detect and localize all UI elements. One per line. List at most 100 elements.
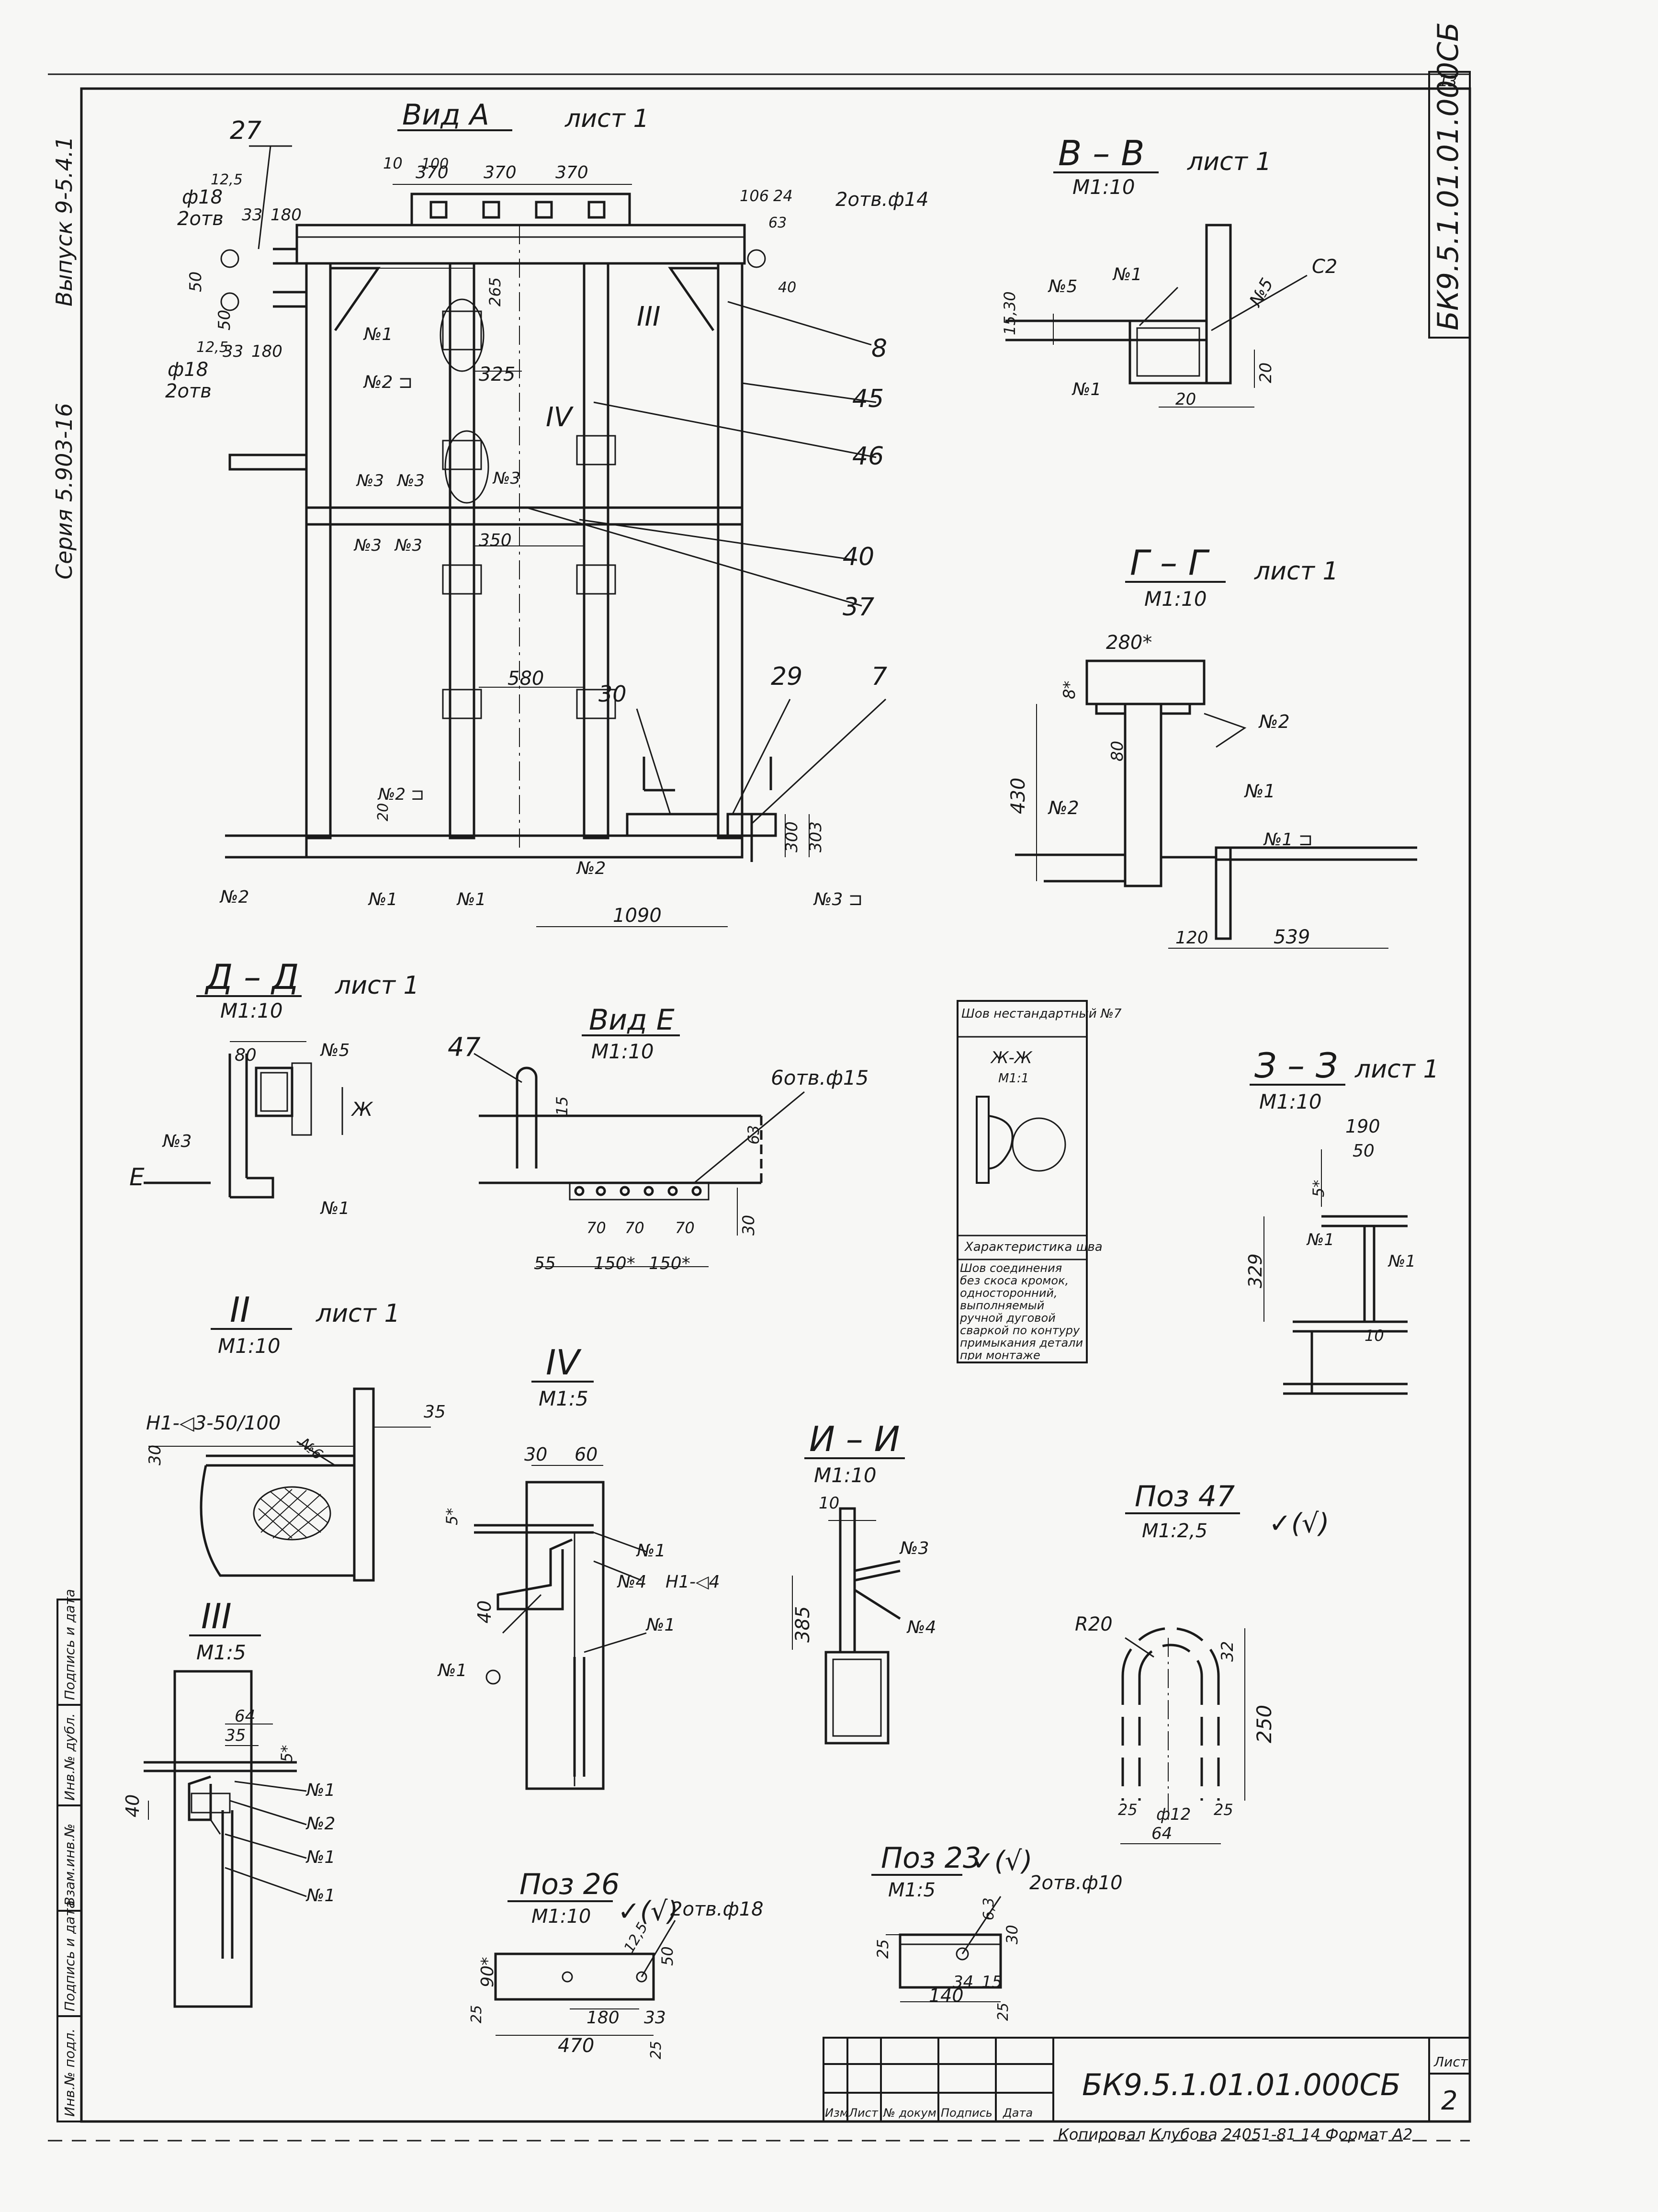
weld-a-n3-a: №3 — [356, 471, 384, 490]
dim-370-1: 370 — [416, 163, 449, 182]
dim-ii-30: 30 — [146, 1445, 165, 1465]
weld-a-n3-c: №3 — [492, 469, 520, 488]
pos-29: 29 — [771, 662, 802, 691]
weld-zz-n1-left: №1 — [1306, 1230, 1334, 1249]
dim-580: 580 — [508, 668, 544, 690]
section-g-g-sheet: лист 1 — [1254, 557, 1339, 586]
weld-ii-n3: №3 — [899, 1539, 929, 1558]
poz23-holes: 2отв.ф10 — [1029, 1872, 1123, 1894]
poz23-34: 34 — [953, 1973, 973, 1992]
tb-col-doc: № докум — [882, 2106, 936, 2120]
weld-dd-n1: №1 — [320, 1199, 350, 1218]
poz23-25-left: 25 — [874, 1939, 892, 1959]
view-e-title: Вид Е — [589, 1003, 675, 1037]
dim-63: 63 — [768, 215, 787, 231]
weld-table-char-text: Шов соединения без скоса кромок, односто… — [960, 1262, 1083, 1360]
poz23-140: 140 — [929, 1985, 964, 2006]
detail-ii-title: II — [230, 1290, 250, 1330]
weld-vv-n5-left: №5 — [1048, 277, 1077, 296]
weld-vv-n5-right: №5 — [1245, 275, 1277, 311]
detail-iv-scale: М1:5 — [539, 1387, 588, 1410]
dim-24: 24 — [773, 187, 793, 205]
pos-7: 7 — [871, 662, 887, 691]
poz47-scale: М1:2,5 — [1142, 1520, 1207, 1542]
tb-col-izm: Изм — [825, 2106, 848, 2120]
detail-iv-title: IV — [546, 1342, 582, 1383]
dim-gg-280: 280* — [1106, 632, 1152, 654]
poz23-30: 30 — [1003, 1925, 1021, 1944]
section-z-z-drawing — [1263, 1149, 1408, 1395]
weld-gg-n2-left: №2 — [1048, 797, 1079, 818]
poz26-drawing — [494, 1920, 676, 2036]
pos-8: 8 — [871, 334, 887, 363]
dim-180-bottom: 180 — [251, 342, 282, 361]
dim-12-5-bottom: 12,5 — [196, 339, 228, 356]
dim-e-55: 55 — [534, 1254, 556, 1273]
weld-a-n1-b: №1 — [456, 890, 486, 909]
weld-iii-n1-b: №1 — [305, 1848, 335, 1867]
weld-iv-h1-4: Н1-◁4 — [665, 1572, 720, 1592]
dim-gg-430: 430 — [1007, 778, 1029, 814]
weld-gg-n2-top: №2 — [1258, 711, 1290, 732]
phi18-bottom: ф18 — [168, 359, 208, 381]
poz23-scale: М1:5 — [888, 1879, 936, 1901]
weld-table-scale: М1:1 — [998, 1071, 1029, 1086]
weld-gg-n1c: №1 ⊐ — [1263, 830, 1313, 850]
sheet-label: Лист — [1433, 2054, 1468, 2070]
section-v-v-scale: М1:10 — [1072, 175, 1135, 199]
dim-180-top: 180 — [271, 205, 302, 225]
poz47-drawing — [1120, 1627, 1245, 1844]
dim-iv-60: 60 — [575, 1444, 598, 1465]
section-g-g-title: Г – Г — [1130, 543, 1210, 583]
pos-47: 47 — [448, 1032, 481, 1062]
weld-dd-n3: №3 — [162, 1132, 192, 1151]
stamp-cell-3: Взам.инв.№ — [62, 1824, 78, 1906]
dim-iii-40: 40 — [122, 1794, 143, 1817]
poz26-90: 90* — [478, 1957, 497, 1987]
weld-vv-c2: С2 — [1312, 256, 1337, 278]
tb-col-sign: Подпись — [941, 2106, 993, 2120]
poz47-25-right: 25 — [1214, 1801, 1233, 1819]
dim-gg-8: 8* — [1060, 681, 1079, 699]
weld-table-section: Ж-Ж — [990, 1048, 1033, 1067]
tb-col-list: Лист — [848, 2106, 879, 2120]
dim-dd-80: 80 — [235, 1045, 257, 1065]
view-e-drawing — [474, 1053, 805, 1267]
dim-370-3: 370 — [555, 163, 588, 182]
view-a-title: Вид А — [402, 98, 489, 132]
section-v-v-drawing — [1005, 224, 1308, 408]
section-i-i-drawing — [792, 1507, 901, 1745]
view-a-sheet: лист 1 — [564, 104, 649, 133]
dim-50-a: 50 — [186, 272, 205, 292]
detail-ii-sheet: лист 1 — [316, 1299, 400, 1328]
dim-gg-539: 539 — [1274, 926, 1310, 948]
weld-a-n3-e: №3 — [394, 536, 422, 555]
section-d-d-drawing — [144, 1041, 343, 1199]
weld-a-n3c: №3 ⊐ — [813, 890, 863, 909]
weld-iii-n1-a: №1 — [305, 1781, 335, 1800]
dim-zz-10: 10 — [1365, 1327, 1384, 1345]
otv2-bottom: 2отв — [165, 380, 212, 402]
weld-zz-n1-right: №1 — [1387, 1252, 1416, 1271]
pos-27: 27 — [230, 116, 261, 145]
pos-37: 37 — [843, 593, 874, 622]
dim-20-a: 20 — [375, 803, 392, 821]
detail-iv-ref-circle — [485, 1669, 501, 1685]
weld-ii-h1-3: Н1-◁3-50/100 — [146, 1412, 281, 1434]
stamp-cell-1: Подпись и дата — [62, 1589, 78, 1700]
title-code: БК9.5.1.01.01.000СБ — [1082, 2067, 1400, 2102]
detail-iii-marker: III — [637, 301, 661, 332]
poz47-32: 32 — [1218, 1641, 1237, 1662]
weld-iv-n1-c: №1 — [437, 1661, 467, 1680]
dim-iii-5: 5* — [278, 1745, 296, 1762]
dim-iii-64: 64 — [235, 1707, 255, 1726]
pos-46: 46 — [852, 442, 884, 471]
dim-gg-80: 80 — [1108, 741, 1127, 761]
poz23-63: 6,3 — [981, 1897, 997, 1920]
dim-vv-20-bottom: 20 — [1175, 390, 1196, 409]
dim-e-30: 30 — [739, 1215, 758, 1236]
holes-14: 2отв.ф14 — [835, 189, 929, 211]
weld-a-n2-c: №2 — [576, 859, 606, 878]
dim-e-150-b: 150* — [649, 1254, 690, 1273]
